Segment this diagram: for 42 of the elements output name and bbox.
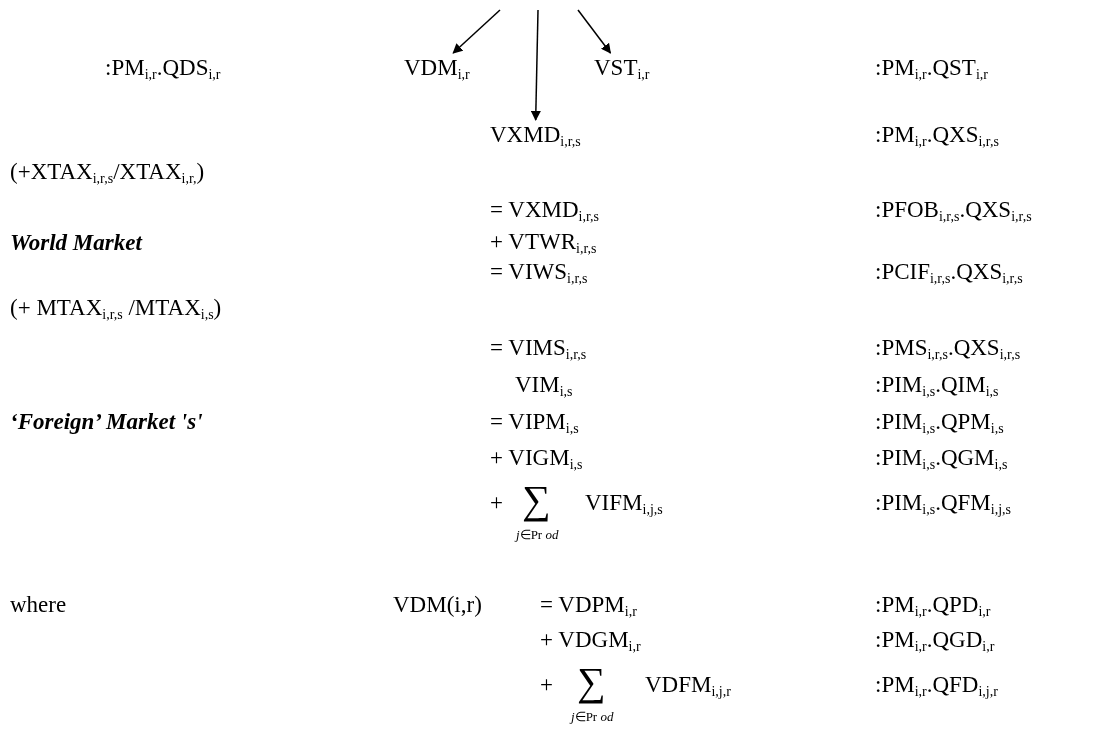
- formula-term: :PIM$_{i,s}$.QFM$_{i,j,s}$: [875, 490, 1011, 516]
- formula-term: :PM$_{i,r}$.QXS$_{i,r,s}$: [875, 122, 999, 148]
- section-heading: World Market: [10, 230, 142, 256]
- formula-term: = VIMS$_{i,r,s}$: [490, 335, 587, 361]
- formula-term: :PM$_{i,r}$.QPD$_{i,r}$: [875, 592, 991, 618]
- formula-term: VIFM$_{i,j,s}$: [585, 490, 663, 516]
- formula-term: :PIM$_{i,s}$.QIM$_{i,s}$: [875, 372, 999, 398]
- section-heading: ‘Foreign’ Market 's': [10, 409, 203, 435]
- formula-term: :PFOB$_{i,r,s}$.QXS$_{i,r,s}$: [875, 197, 1032, 223]
- formula-term: = VXMD$_{i,r,s}$: [490, 197, 600, 223]
- formula-term: + VDGM$_{i,r}$: [540, 627, 641, 653]
- sum-index: j∈Pr od: [571, 708, 614, 726]
- formula-term: :PCIF$_{i,r,s}$.QXS$_{i,r,s}$: [875, 259, 1023, 285]
- arrow: [530, 9, 541, 121]
- formula-term: :PMS$_{i,r,s}$.QXS$_{i,r,s}$: [875, 335, 1021, 361]
- formula-term: = VDPM$_{i,r}$: [540, 592, 637, 618]
- formula-term: +: [490, 490, 503, 516]
- arrow: [452, 9, 501, 54]
- formula-term: :PM$_{i,r}$.QGD$_{i,r}$: [875, 627, 995, 653]
- summation-sign: ∑: [522, 480, 551, 520]
- formula-term: + VIGM$_{i,s}$: [490, 445, 583, 471]
- formula-term: (+ MTAX$_{i,r,s}$ /MTAX$_{i,s}$): [10, 295, 222, 321]
- arrow: [577, 9, 612, 54]
- summation-sign: ∑: [577, 662, 606, 702]
- formula-term: (+XTAX$_{i,r,s}$/XTAX$_{i,r,}$): [10, 159, 205, 185]
- sum-index: j∈Pr od: [516, 526, 559, 544]
- formula-term: :PM$_{i,r}$.QST$_{i,r}$: [875, 55, 988, 81]
- formula-term: VDFM$_{i,j,r}$: [645, 672, 731, 698]
- formula-term: :PIM$_{i,s}$.QPM$_{i,s}$: [875, 409, 1004, 435]
- formula-term: = VIPM$_{i,s}$: [490, 409, 579, 435]
- variable-term: VST$_{i,r}$: [594, 55, 650, 81]
- variable-term: VDM$_{i,r}$: [404, 55, 470, 81]
- formula-term: + VTWR$_{i,r,s}$: [490, 229, 597, 255]
- formula-term: = VIWS$_{i,r,s}$: [490, 259, 588, 285]
- formula-term: VIM$_{i,s}$: [515, 372, 573, 398]
- formula-term: :PM$_{i,r}$.QDS$_{i,r}$: [105, 55, 221, 81]
- formula-term: VDM(i,r): [393, 592, 482, 618]
- formula-term: where: [10, 592, 67, 618]
- formula-term: :PIM$_{i,s}$.QGM$_{i,s}$: [875, 445, 1008, 471]
- formula-term: +: [540, 672, 553, 698]
- formula-term: :PM$_{i,r}$.QFD$_{i,j,r}$: [875, 672, 998, 698]
- variable-term: VXMD$_{i,r,s}$: [490, 122, 581, 148]
